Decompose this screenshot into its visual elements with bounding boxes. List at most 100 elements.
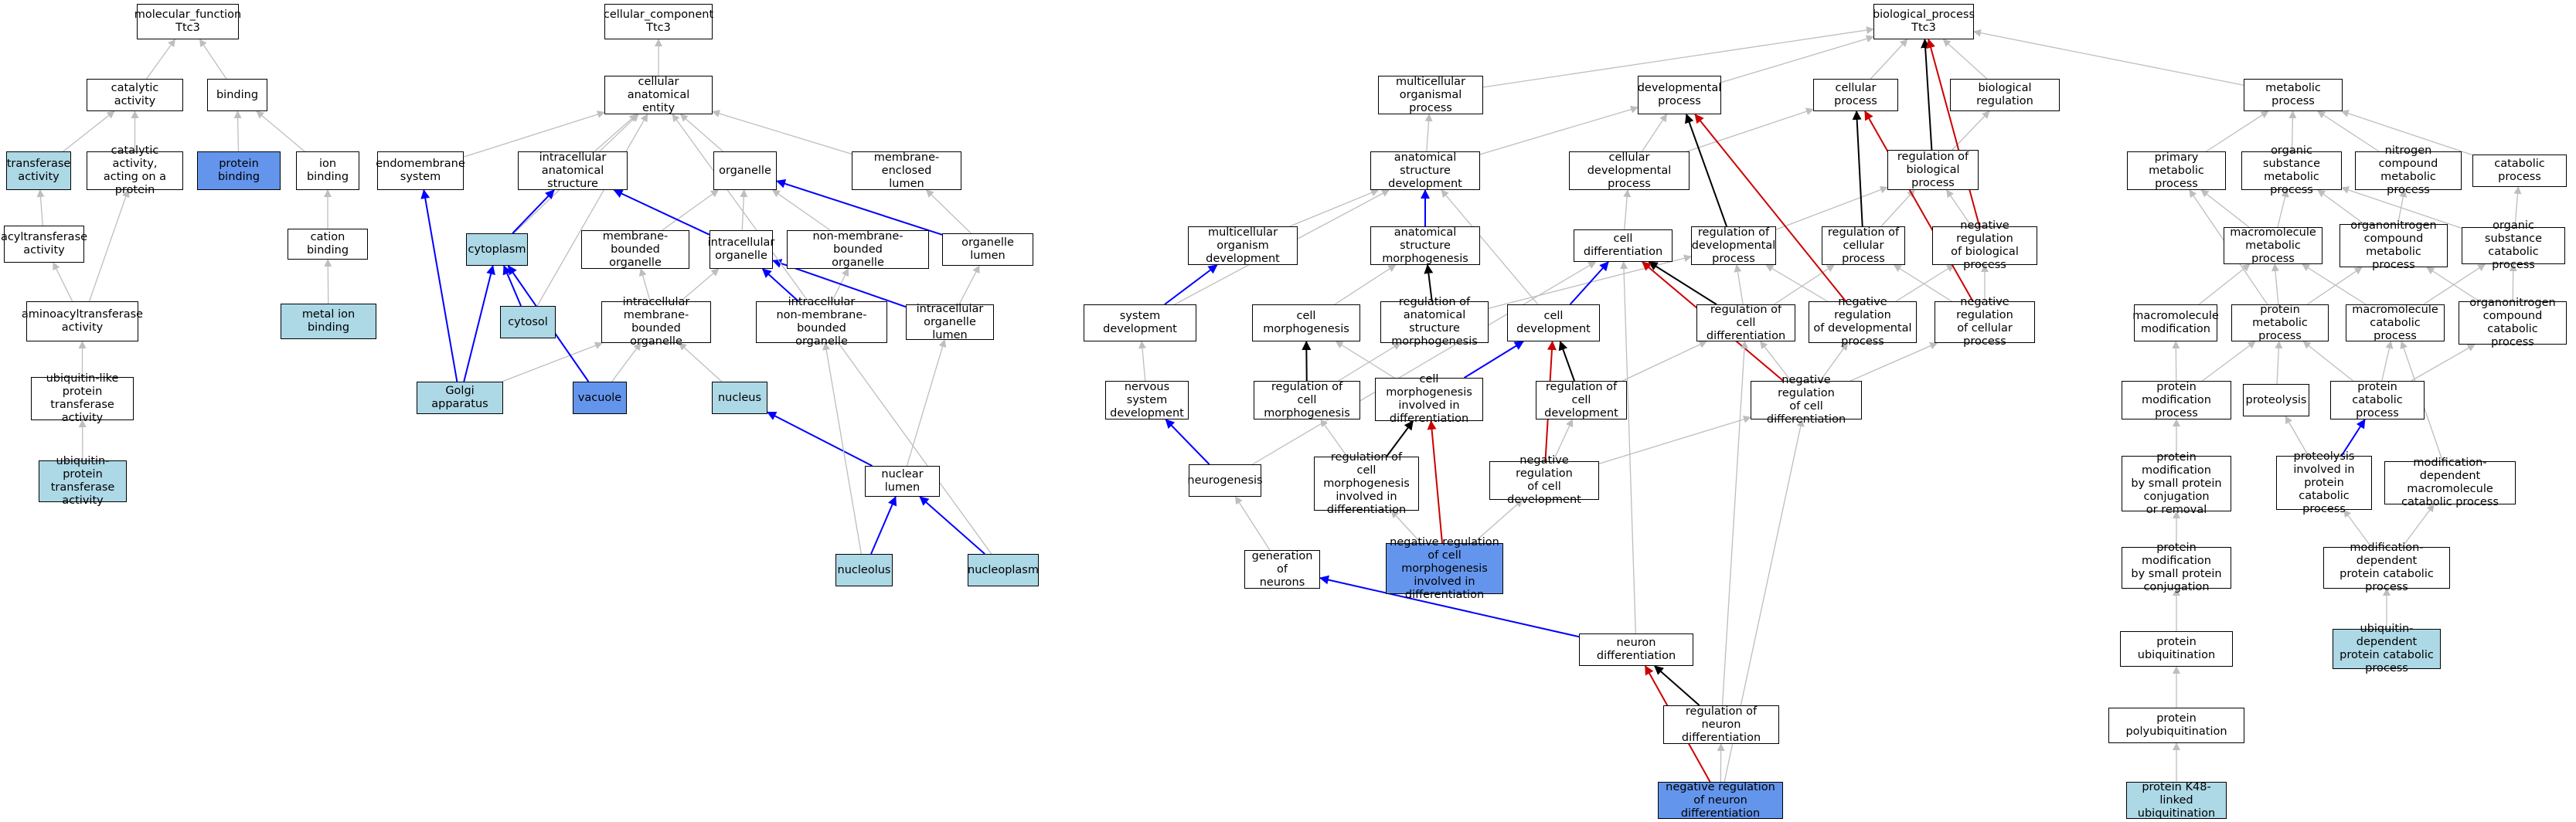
node-vacuole[interactable]: vacuole — [573, 382, 627, 414]
node-proteolysis[interactable]: proteolysis — [2243, 384, 2309, 416]
node-ic-org-lumen[interactable]: intracellular organelle lumen — [906, 303, 994, 341]
node-metab-proc[interactable]: metabolic process — [2244, 79, 2343, 111]
node-bio-reg[interactable]: biological regulation — [1950, 79, 2060, 111]
node-macro-mod[interactable]: macromolecule modification — [2132, 304, 2219, 341]
edge-mem_encl_lumen-to-anat_entity — [712, 110, 852, 155]
node-reg-cell-proc[interactable]: regulation of cellular process — [1822, 226, 1905, 265]
node-protein-metab[interactable]: protein metabolic process — [2231, 304, 2329, 342]
edge-reg_cell_diff-to-reg_cell_proc — [1774, 264, 1835, 305]
node-protein-binding[interactable]: protein binding — [197, 151, 281, 190]
node-multicell-proc[interactable]: multicellular organismal process — [1378, 76, 1483, 114]
node-neurogenesis[interactable]: neurogenesis — [1187, 464, 1263, 497]
node-orgN-metab[interactable]: organonitrogen compound metabolic proces… — [2339, 219, 2448, 271]
node-cc-root[interactable]: cellular_component Ttc3 — [604, 4, 713, 39]
node-prim-metab[interactable]: primary metabolic process — [2127, 151, 2226, 190]
node-ub-transferase[interactable]: ubiquitin-protein transferase activity — [39, 455, 127, 507]
node-neg-reg-neuron-diff[interactable]: negative regulation of neuron differenti… — [1658, 781, 1783, 820]
node-cytosol[interactable]: cytosol — [500, 306, 556, 338]
node-ion-binding[interactable]: ion binding — [296, 151, 359, 190]
edge-cell_dev_proc-to-cell_proc — [1686, 107, 1814, 152]
node-transferase[interactable]: transferase activity — [6, 151, 71, 190]
node-multicell-dev[interactable]: multicellular organism development — [1188, 226, 1298, 265]
edge-transferase-to-catalytic — [63, 110, 115, 152]
node-prot-ub[interactable]: protein ubiquitination — [2120, 631, 2233, 667]
node-reg-cell-devel[interactable]: regulation of cell development — [1536, 381, 1627, 419]
node-nucleolus[interactable]: nucleolus — [835, 554, 893, 586]
node-catalytic-acting-protein[interactable]: catalytic activity, acting on a protein — [87, 144, 183, 196]
node-prot-polyub[interactable]: protein polyubiquitination — [2108, 708, 2244, 743]
node-prot-mod-small-rem[interactable]: protein modification by small protein co… — [2122, 451, 2231, 516]
node-bp-root[interactable]: biological_process Ttc3 — [1873, 4, 1975, 39]
node-ic-non-mem-org[interactable]: intracellular non-membrane-bounded organ… — [756, 296, 887, 348]
node-neg-reg-cell-diff[interactable]: negative regulation of cell differentiat… — [1751, 374, 1862, 426]
node-binding[interactable]: binding — [207, 79, 267, 111]
node-reg-neuron-diff[interactable]: regulation of neuron differentiation — [1663, 705, 1779, 744]
node-anat-morph[interactable]: anatomical structure morphogenesis — [1370, 226, 1480, 265]
node-neg-reg-dev[interactable]: negative regulation of developmental pro… — [1809, 296, 1917, 348]
node-reg-cm-diff[interactable]: regulation of cell morphogenesis involve… — [1314, 451, 1419, 516]
node-organelle[interactable]: organelle — [713, 151, 777, 190]
node-mod-dep-prot-catab[interactable]: modification-dependent protein catabolic… — [2323, 542, 2450, 593]
node-reg-cell-diff[interactable]: regulation of cell differentiation — [1696, 304, 1795, 342]
node-macro-metab[interactable]: macromolecule metabolic process — [2224, 226, 2322, 265]
node-cation-binding[interactable]: cation binding — [288, 229, 368, 260]
node-prot-mod-small[interactable]: protein modification by small protein co… — [2122, 542, 2231, 593]
node-non-mem-org[interactable]: non-membrane-bounded organelle — [787, 230, 929, 269]
node-mem-encl-lumen[interactable]: membrane-enclosed lumen — [852, 151, 961, 190]
node-cell-dev-proc[interactable]: cellular developmental process — [1569, 151, 1690, 190]
node-metal-ion-binding[interactable]: metal ion binding — [281, 304, 376, 339]
node-neg-reg-cm-diff[interactable]: negative regulation of cell morphogenesi… — [1386, 536, 1503, 601]
node-org-sub-catab[interactable]: organic substance catabolic process — [2462, 219, 2565, 271]
node-prot-mod-proc[interactable]: protein modification process — [2122, 381, 2231, 419]
node-neuron-diff[interactable]: neuron differentiation — [1579, 633, 1693, 666]
node-neg-reg-cell-proc[interactable]: negative regulation of cellular process — [1935, 296, 2035, 348]
edge-ic_anat-to-anat_entity — [594, 114, 638, 152]
node-ubl-transferase[interactable]: ubiquitin-like protein transferase activ… — [31, 372, 134, 424]
node-mem-bound-org[interactable]: membrane-bounded organelle — [581, 230, 689, 269]
node-macro-catab[interactable]: macromolecule catabolic process — [2346, 304, 2445, 342]
node-endomembrane[interactable]: endomembrane system — [376, 151, 465, 190]
edge-catab_proc-to-metab_proc — [2340, 110, 2473, 156]
node-reg-dev[interactable]: regulation of developmental process — [1691, 226, 1776, 265]
node-dev-proc[interactable]: developmental process — [1638, 76, 1721, 114]
node-ic-org[interactable]: intracellular organelle — [708, 230, 774, 269]
node-org-lumen[interactable]: organelle lumen — [942, 233, 1033, 266]
node-reg-bio[interactable]: regulation of biological process — [1887, 150, 1979, 190]
node-reg-cell-morph[interactable]: regulation of cell morphogenesis — [1254, 381, 1360, 419]
node-nuclear-lumen[interactable]: nuclear lumen — [865, 466, 940, 497]
node-nucleoplasm[interactable]: nucleoplasm — [968, 554, 1039, 586]
edge-orgN_catab-to-orgN_metab — [2426, 267, 2480, 302]
node-prot-catab[interactable]: protein catabolic process — [2330, 381, 2425, 419]
node-nucleus[interactable]: nucleus — [712, 382, 767, 414]
node-reg-anat-morph[interactable]: regulation of anatomical structure morph… — [1380, 296, 1489, 348]
node-orgN-catab[interactable]: organonitrogen compound catabolic proces… — [2459, 297, 2567, 348]
node-proteolysis-catab[interactable]: proteolysis involved in protein cataboli… — [2276, 450, 2372, 515]
node-cell-devel[interactable]: cell development — [1507, 304, 1600, 341]
node-org-sub-metab[interactable]: organic substance metabolic process — [2241, 144, 2342, 196]
node-ic-mem-org[interactable]: intracellular membrane-bounded organelle — [601, 296, 711, 348]
node-cell-diff[interactable]: cell differentiation — [1574, 229, 1673, 262]
node-neg-reg-bio[interactable]: negative regulation of biological proces… — [1932, 219, 2037, 271]
edge-proteolysis_catab-to-prot_catab — [2340, 419, 2366, 457]
node-cell-proc[interactable]: cellular process — [1813, 79, 1898, 111]
node-ns-dev[interactable]: nervous system development — [1105, 381, 1189, 419]
node-mod-dep-macro-catab[interactable]: modification-dependent macromolecule cat… — [2384, 457, 2516, 508]
node-catalytic[interactable]: catalytic activity — [87, 79, 183, 111]
node-mf-root[interactable]: molecular_function Ttc3 — [134, 4, 241, 39]
node-k48-ub[interactable]: protein K48-linked ubiquitination — [2126, 781, 2227, 820]
node-catab-proc[interactable]: catabolic process — [2472, 155, 2567, 187]
node-cell-morph[interactable]: cell morphogenesis — [1252, 304, 1360, 341]
node-acyltransferase[interactable]: acyltransferase activity — [1, 226, 87, 263]
node-golgi[interactable]: Golgi apparatus — [417, 382, 503, 414]
node-cm-diff[interactable]: cell morphogenesis involved in different… — [1375, 373, 1483, 425]
node-aminoacyltransferase[interactable]: aminoacyltransferase activity — [22, 301, 143, 341]
node-anat-dev[interactable]: anatomical structure development — [1370, 151, 1480, 190]
node-anat-entity[interactable]: cellular anatomical entity — [604, 76, 713, 114]
node-sys-dev[interactable]: system development — [1084, 304, 1196, 341]
node-ub-dep-catab[interactable]: ubiquitin-dependent protein catabolic pr… — [2333, 623, 2441, 674]
node-gen-neurons[interactable]: generation of neurons — [1244, 550, 1320, 589]
node-ic-anat[interactable]: intracellular anatomical structure — [518, 151, 628, 190]
node-neg-reg-cell-devel[interactable]: negative regulation of cell development — [1489, 454, 1599, 506]
node-nitrogen-metab[interactable]: nitrogen compound metabolic process — [2355, 144, 2462, 196]
node-cytoplasm[interactable]: cytoplasm — [466, 233, 528, 266]
